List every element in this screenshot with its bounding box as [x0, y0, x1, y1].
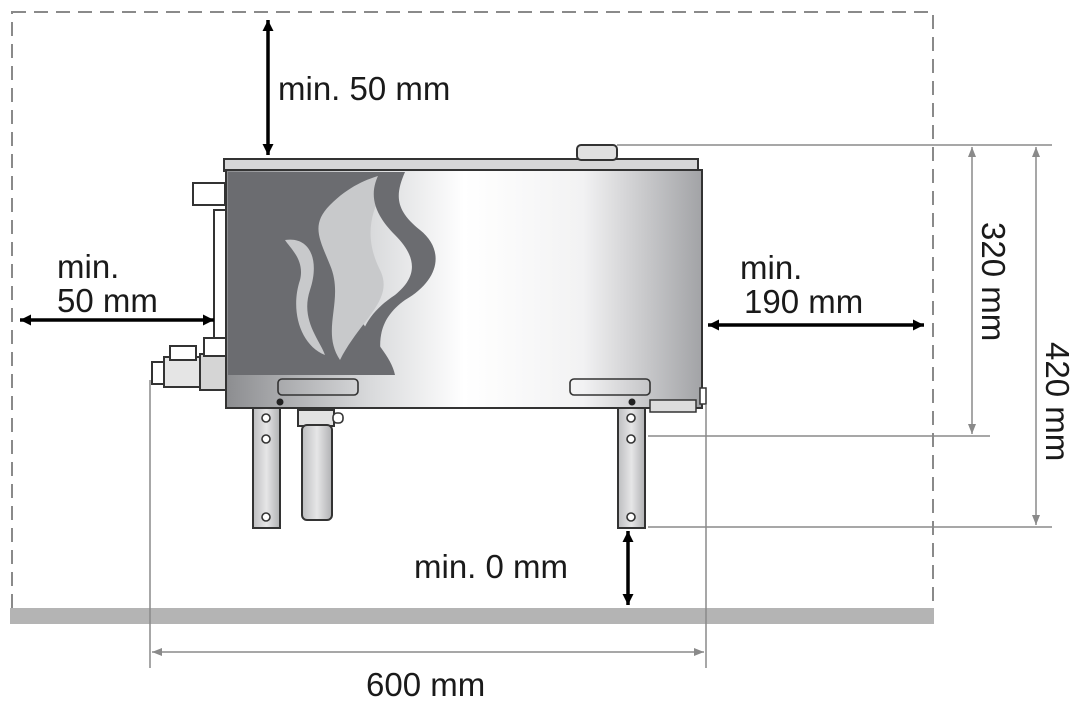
right-clearance-label-line1: min.: [740, 249, 802, 286]
left-connector: [192, 182, 226, 206]
right-clearance-label-line2: 190 mm: [744, 283, 863, 320]
leg-right: [617, 407, 646, 529]
wave-dark: [358, 172, 436, 375]
water-valve: [151, 337, 227, 391]
floor: [10, 608, 934, 624]
height-total-label: 420 mm: [1039, 342, 1076, 461]
vent-slots-right: [569, 378, 651, 396]
top-outlet: [576, 144, 618, 161]
bottom-clearance-label: min. 0 mm: [414, 548, 568, 585]
wave-light-2: [285, 239, 325, 355]
width-label: 600 mm: [366, 666, 485, 703]
vent-slots-left: [277, 378, 359, 396]
steam-generator: [151, 144, 707, 529]
height-body-label: 320 mm: [975, 222, 1012, 341]
left-clearance-label-line2: 50 mm: [57, 282, 158, 319]
dimension-lines: [149, 144, 1052, 668]
clearance-zone-outline: [11, 11, 934, 611]
wave-light-1: [318, 172, 395, 360]
leg-left: [252, 407, 281, 529]
top-clearance-label: min. 50 mm: [278, 70, 450, 107]
water-filter: [297, 409, 344, 521]
left-clearance-label-line1: min.: [57, 248, 119, 285]
